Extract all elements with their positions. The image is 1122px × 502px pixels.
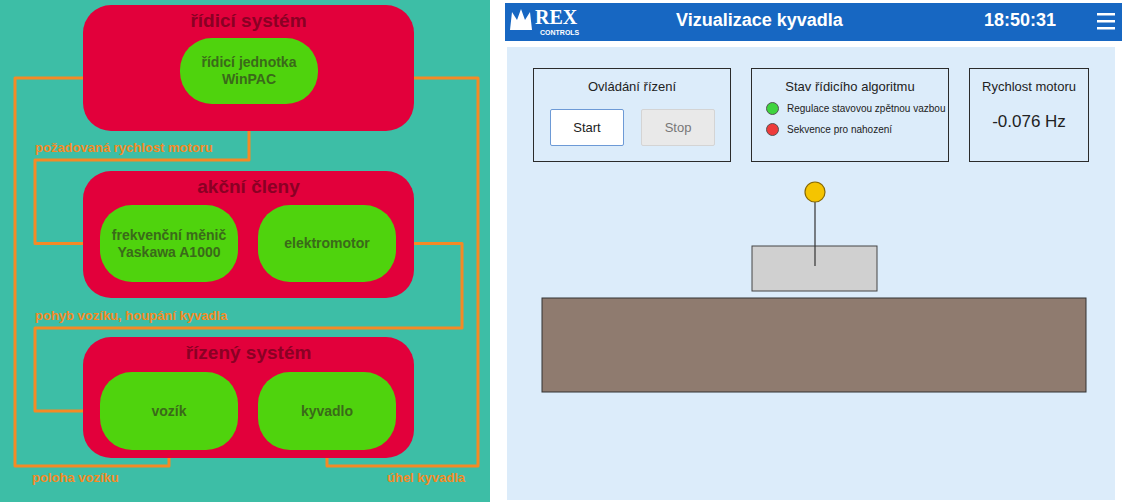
status-led (766, 102, 779, 115)
signal-label: požadovaná rychlost motoru (33, 140, 215, 155)
page-title: Vizualizace kyvadla (676, 10, 843, 31)
process-box: frekvenční měnič Yaskawa A1000 (100, 205, 238, 282)
pendulum-rod (814, 202, 815, 266)
process-box: elektromotor (258, 205, 396, 282)
box-detail: Sekvence pro nahození (787, 124, 892, 135)
control-panel: Ovládání řízeníStart Stop (533, 68, 731, 162)
logo-text: REX (535, 6, 577, 29)
clock: 18:50:31 (984, 10, 1056, 31)
pendulum-bob (805, 182, 825, 202)
box-detail: -0.076 Hz (970, 112, 1088, 132)
status-row: Sekvence pro nahození (766, 123, 948, 136)
box-text: kyvadlo (301, 403, 353, 420)
box-text: řídicí jednotka WinPAC (190, 54, 308, 88)
process-box: řídicí jednotka WinPAC (180, 38, 318, 104)
box-detail: Regulace stavovou zpětnou vazbou (787, 103, 945, 114)
box-text: Start (573, 120, 600, 135)
status-led (766, 123, 779, 136)
signal-label: pohyb vozíku, houpání kyvadla (33, 308, 229, 323)
process-box: vozík (100, 372, 238, 450)
start-button: Start (550, 109, 624, 146)
box-text: Rychlost motoru (970, 79, 1088, 94)
rail (542, 298, 1086, 392)
group-box: řídicí systém řídicí jednotka WinPAC (83, 5, 414, 131)
box-text: Stav řídicího algoritmu (752, 79, 948, 94)
box-text: akční členy (83, 171, 414, 198)
group-box: řízený systém vozík kyvadlo (83, 337, 414, 458)
signal-label: poloha vozíku (30, 470, 121, 485)
signal-label: úhel kyvadla (385, 470, 467, 485)
box-text: elektromotor (284, 235, 370, 252)
status-panel: Stav řídicího algoritmuRegulace stavovou… (751, 68, 949, 162)
status-row: Regulace stavovou zpětnou vazbou (766, 102, 948, 115)
logo-icon (510, 9, 532, 30)
box-text: řízený systém (83, 337, 414, 364)
box-text: frekvenční měnič Yaskawa A1000 (110, 227, 228, 261)
box-text: Ovládání řízení (534, 79, 730, 94)
menu-icon (1097, 13, 1115, 30)
speed-panel: Rychlost motoru -0.076 Hz (969, 68, 1089, 162)
group-box: akční členy frekvenční měnič Yaskawa A100… (83, 171, 414, 298)
box-text: řídicí systém (83, 5, 414, 32)
process-box: kyvadlo (258, 372, 396, 450)
box-text: vozík (151, 403, 186, 420)
box-text: Stop (665, 120, 692, 135)
logo-subtext: CONTROLS (540, 29, 579, 36)
stop-button: Stop (641, 109, 715, 146)
